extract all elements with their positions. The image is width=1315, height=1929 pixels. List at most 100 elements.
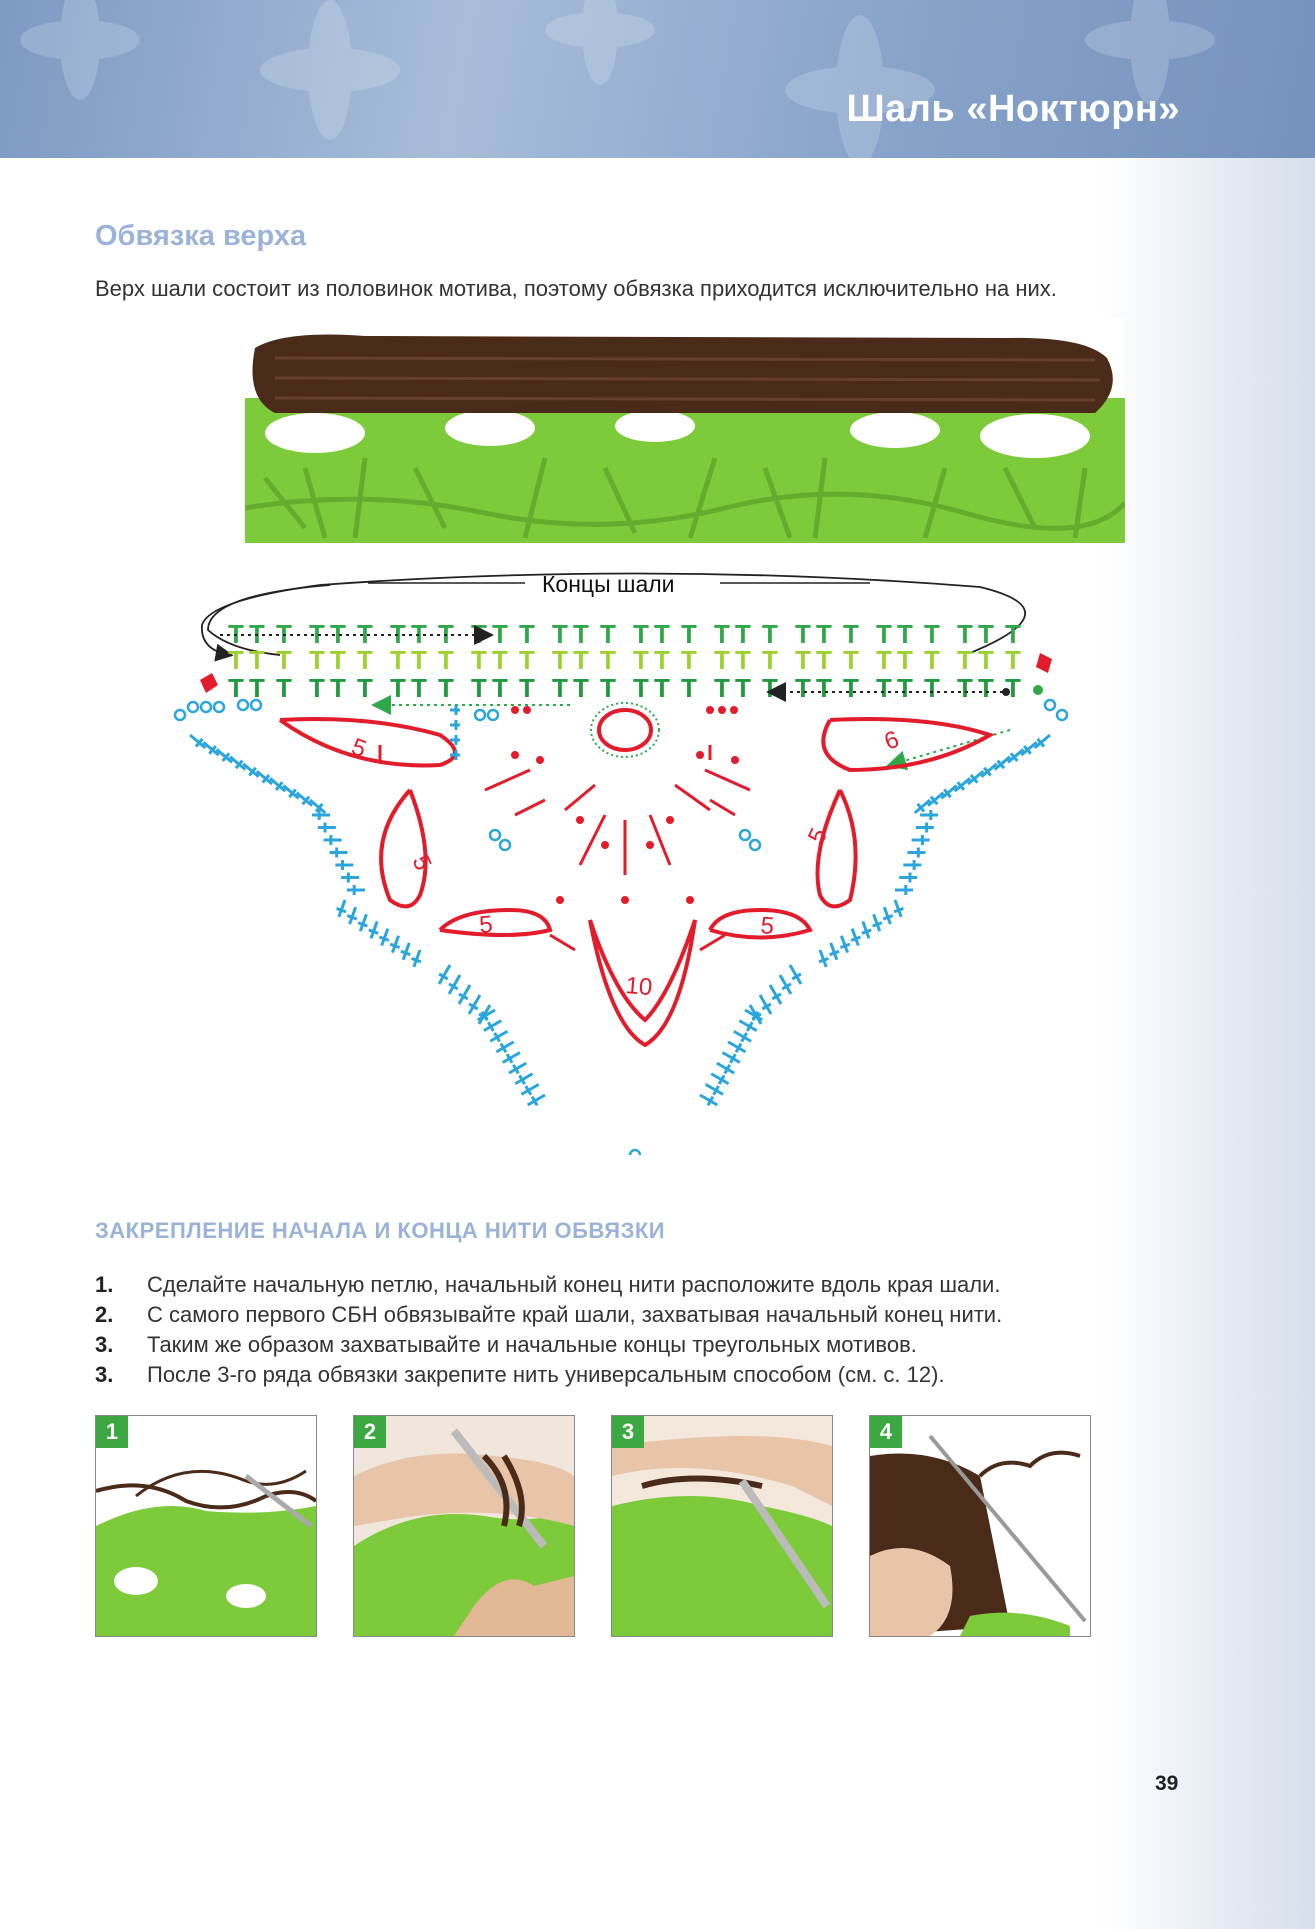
blue-stitch	[768, 984, 783, 1005]
blue-stitch	[861, 920, 872, 939]
chain-stitch	[748, 838, 762, 852]
blue-stitch	[1020, 741, 1038, 757]
subsection-heading: ЗАКРЕПЛЕНИЕ НАЧАЛА И КОНЦА НИТИ ОБВЯЗКИ	[95, 1218, 666, 1243]
blue-stitch	[450, 735, 460, 745]
blue-stitch	[716, 1061, 735, 1075]
header-flower-pattern	[20, 0, 1215, 158]
stitch-symbol: T	[1005, 645, 1021, 675]
stitch-symbol: T	[876, 673, 892, 703]
loop-count: 5	[478, 911, 494, 939]
loop-count: 5	[803, 824, 833, 848]
blue-stitch	[727, 1040, 747, 1054]
blue-stitch	[255, 769, 273, 786]
blue-stitch	[872, 913, 883, 932]
stitch-symbol: T	[735, 673, 751, 703]
blue-stitch	[329, 847, 348, 858]
blue-stitch	[346, 906, 358, 925]
stitch-symbol: T	[249, 673, 265, 703]
stitch-symbol: T	[924, 645, 940, 675]
blue-edging-stitches	[189, 705, 1051, 1107]
intro-paragraph: Верх шали состоит из половинок мотива, п…	[95, 276, 1057, 301]
blue-stitch	[967, 769, 985, 786]
blue-stitch	[893, 899, 904, 918]
half-motif: 5 6 5 5 5 5 10	[173, 698, 1069, 1155]
blue-stitch	[744, 1008, 764, 1022]
photo-badge: 3	[612, 1416, 644, 1448]
stitch-symbol: T	[978, 619, 994, 649]
blue-stitch	[269, 777, 287, 793]
step-text: Сделайте начальную петлю, начальный коне…	[147, 1272, 1001, 1297]
step-number: 3.	[95, 1362, 114, 1387]
chain-stitch	[1055, 708, 1069, 722]
blue-stitch	[312, 810, 330, 820]
loop-count: 6	[881, 726, 903, 756]
stitch-symbol: T	[681, 645, 697, 675]
thread-end-right	[1036, 653, 1052, 673]
chain-stitch	[236, 698, 250, 712]
photo-badge: 2	[354, 1416, 386, 1448]
blue-stitch	[1033, 733, 1051, 750]
step-number: 1.	[95, 1272, 114, 1297]
blue-stitch	[347, 885, 365, 895]
stitch-symbol: T	[978, 673, 994, 703]
stitch-symbol: T	[519, 673, 535, 703]
blue-stitch	[710, 1072, 730, 1086]
stitch-symbol: T	[471, 673, 487, 703]
stitch-symbol: T	[924, 673, 940, 703]
blue-stitch	[913, 798, 931, 815]
page-title: Шаль «Ноктюрн»	[846, 88, 1180, 130]
chain-stitch	[173, 708, 187, 722]
loop-count: 10	[624, 972, 653, 1001]
stitch-symbol: T	[573, 673, 589, 703]
blue-stitch	[411, 949, 422, 968]
blue-stitch	[437, 964, 452, 985]
stitch-symbol: T	[633, 645, 649, 675]
stitch-symbol: T	[552, 673, 568, 703]
stitch-symbol: T	[762, 645, 778, 675]
blue-stitch	[732, 1029, 752, 1043]
blue-stitch	[400, 942, 411, 961]
stitch-symbol: T	[492, 673, 508, 703]
chain-stitch	[1043, 698, 1057, 712]
blue-stitch	[202, 741, 220, 757]
stitch-symbol: T	[1005, 619, 1021, 649]
page-header: Шаль «Ноктюрн»	[0, 0, 1315, 158]
stitch-symbol: T	[762, 673, 778, 703]
chain-stitch	[212, 700, 226, 714]
stitch-symbol: T	[330, 619, 346, 649]
stitch-symbol: T	[762, 619, 778, 649]
blue-stitch	[758, 994, 773, 1015]
blue-stitch	[389, 935, 401, 954]
blue-stitch	[495, 1040, 515, 1054]
blue-stitch	[829, 942, 840, 961]
blue-stitch	[940, 784, 958, 800]
blue-stitch	[295, 791, 313, 807]
red-spokes	[378, 745, 751, 952]
stitch-symbol: T	[816, 619, 832, 649]
list-item: 1. Сделайте начальную петлю, начальный ко…	[95, 1270, 1002, 1300]
blue-stitch	[850, 928, 862, 946]
step-text: Таким же образом захватывайте и начальны…	[147, 1332, 917, 1357]
loop-count: 5	[407, 851, 437, 875]
stitch-symbol: T	[876, 645, 892, 675]
list-item: 2.С самого первого СБН обвязывайте край …	[95, 1300, 1002, 1330]
blue-stitch	[309, 798, 327, 815]
stitch-symbol: T	[357, 645, 373, 675]
start-dot	[1033, 685, 1043, 695]
blue-stitch	[378, 928, 390, 946]
blue-stitch	[920, 810, 938, 820]
stitch-symbol: T	[681, 619, 697, 649]
chain-stitch	[186, 700, 200, 714]
stitch-symbol: T	[957, 619, 973, 649]
stitch-symbol: T	[978, 645, 994, 675]
stitch-symbol: T	[309, 645, 325, 675]
blue-stitch	[282, 784, 300, 800]
blue-stitch	[368, 920, 379, 939]
red-chain-loops	[278, 717, 995, 1048]
blue-stitch	[915, 822, 934, 833]
blue-stitch	[1007, 748, 1025, 764]
blue-stitch	[215, 748, 233, 764]
chain-stitch	[486, 708, 500, 722]
chain-stitch	[498, 838, 512, 852]
